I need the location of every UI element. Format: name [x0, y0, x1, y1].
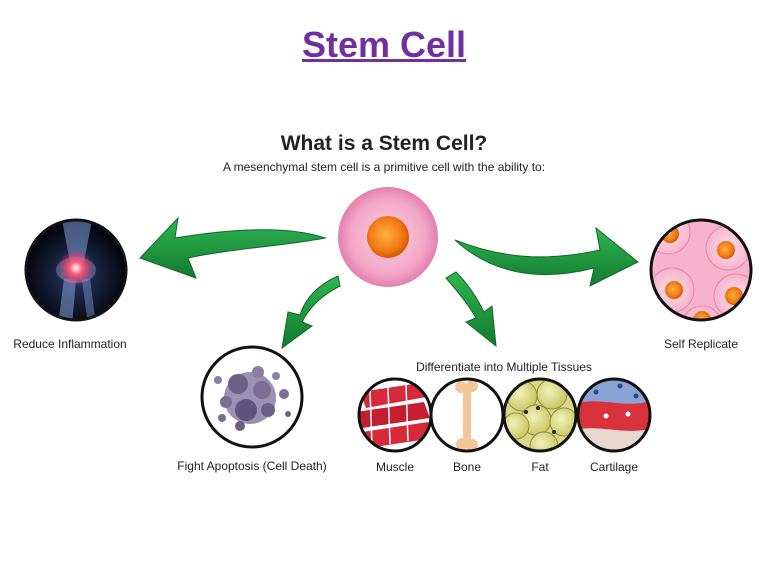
- label-cartilage: Cartilage: [590, 460, 638, 474]
- label-self-replicate: Self Replicate: [664, 337, 738, 351]
- label-fight-apoptosis: Fight Apoptosis (Cell Death): [177, 459, 326, 473]
- slide-title: Stem Cell: [301, 24, 467, 65]
- label-bone: Bone: [453, 460, 481, 474]
- label-fat: Fat: [531, 460, 549, 474]
- diagram-subheading: A mesenchymal stem cell is a primitive c…: [223, 160, 545, 174]
- replicating-cells-illustration: [649, 218, 753, 322]
- arrow-to-inflammation: [139, 216, 327, 279]
- fat-tissue-illustration: [502, 377, 578, 453]
- bone-tissue-illustration: [429, 377, 505, 453]
- arrow-to-apoptosis: [281, 275, 341, 350]
- arrow-to-tissues: [445, 271, 497, 348]
- apoptosis-cell-illustration: [200, 345, 304, 449]
- stem-cell-illustration: [338, 187, 438, 287]
- arrow-to-replicate: [454, 226, 639, 287]
- label-differentiate: Differentiate into Multiple Tissues: [416, 360, 592, 374]
- cartilage-tissue-illustration: [576, 377, 652, 453]
- muscle-tissue-illustration: [357, 377, 433, 453]
- label-muscle: Muscle: [376, 460, 414, 474]
- diagram-heading: What is a Stem Cell?: [281, 132, 488, 155]
- knee-illustration: [24, 218, 128, 322]
- label-reduce-inflammation: Reduce Inflammation: [13, 337, 126, 351]
